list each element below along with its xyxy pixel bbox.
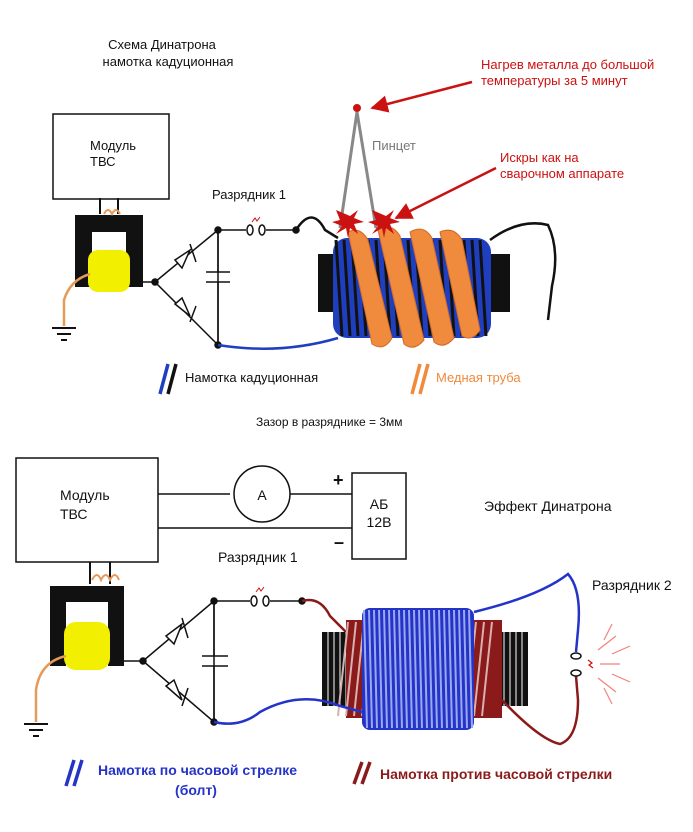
- tweezers-hot-tip: [353, 104, 361, 112]
- winding-turn: [438, 609, 443, 729]
- top-legend-tube: Медная труба: [436, 370, 521, 385]
- top-legend-tube-icon: [410, 363, 430, 395]
- ammeter-label: A: [257, 487, 267, 503]
- top-legend-winding: Намотка кадуционная: [185, 370, 318, 385]
- winding-turn: [345, 621, 357, 717]
- top-return-blue: [217, 336, 339, 350]
- winding-turn: [473, 621, 485, 717]
- winding-turn: [334, 239, 344, 337]
- winding-turn: [478, 239, 488, 337]
- bottom-ground-icon: [24, 723, 48, 737]
- winding-turn: [428, 609, 433, 729]
- top-return-black: [489, 222, 557, 321]
- bottom-legend-ccw-icon: [352, 761, 372, 785]
- bottom-core-right: [498, 632, 528, 706]
- winding-turn: [378, 609, 383, 729]
- winding-turn: [418, 609, 423, 729]
- winding-turn: [481, 621, 493, 717]
- spark-gap2-spark-icon: [587, 623, 631, 705]
- top-title-line1: Схема Динатрона: [108, 37, 217, 52]
- heat-arrow: [370, 80, 473, 113]
- top-transformer: [75, 198, 143, 292]
- top-module-label1: Модуль: [90, 138, 136, 153]
- battery-label1: АБ: [370, 496, 389, 512]
- winding-turn: [393, 609, 398, 729]
- winding-turn: [423, 609, 428, 729]
- spark-gap2: [570, 652, 582, 677]
- winding-turn: [368, 609, 373, 729]
- bottom-ground-wire: [34, 654, 67, 722]
- top-diagram: Схема Динатрона намотка кадуционная Моду…: [52, 37, 654, 429]
- winding-turn: [453, 609, 458, 729]
- winding-turn: [408, 609, 413, 729]
- bottom-maroon-wire-out: [501, 675, 580, 746]
- winding-turn: [383, 609, 388, 729]
- bottom-blue-return: [213, 698, 363, 725]
- spark-gap2-label: Разрядник 2: [592, 577, 672, 593]
- winding-turn: [468, 609, 473, 729]
- tweezers-label: Пинцет: [372, 138, 416, 153]
- sparks-note-line1: Искры как на: [500, 150, 579, 165]
- bottom-module-box: [15, 457, 159, 563]
- winding-turn: [363, 609, 368, 729]
- bottom-cw-winding: [362, 608, 474, 730]
- winding-turn: [398, 609, 403, 729]
- winding-turn: [403, 609, 408, 729]
- winding-turn: [443, 609, 448, 729]
- winding-turn: [458, 609, 463, 729]
- bottom-spark-gap1: [214, 586, 306, 607]
- battery-box: [351, 472, 407, 560]
- sparks-note-line2: сварочном аппарате: [500, 166, 624, 181]
- battery-plus: +: [333, 470, 344, 490]
- winding-turn: [433, 609, 438, 729]
- battery-minus: –: [334, 532, 344, 552]
- bottom-lead-maroon: [301, 598, 347, 633]
- top-ground-wire: [62, 272, 91, 326]
- top-diode-bridge: [151, 226, 230, 349]
- top-legend-winding-icon: [158, 363, 178, 395]
- winding-turn: [373, 609, 378, 729]
- bottom-legend-cw-icon: [64, 759, 84, 787]
- bottom-spark-gap1-label: Разрядник 1: [218, 549, 298, 565]
- heat-note-line1: Нагрев металла до большой: [481, 57, 654, 72]
- bottom-legend-ccw: Намотка против часовой стрелки: [380, 766, 612, 782]
- top-spark-gap1: [218, 216, 300, 236]
- bottom-diode-bridge: [139, 597, 228, 726]
- top-copper-tube: [347, 226, 481, 348]
- bottom-legend-cw-line1: Намотка по часовой стрелке: [98, 762, 297, 778]
- top-spark-gap1-label: Разрядник 1: [212, 187, 286, 202]
- winding-turn: [337, 621, 349, 717]
- heat-note-line2: температуры за 5 минут: [481, 73, 628, 88]
- bottom-module-label2: ТВС: [60, 506, 88, 522]
- top-core-right: [490, 254, 510, 312]
- winding-turn: [448, 609, 453, 729]
- bottom-legend-cw-line2: (болт): [175, 782, 217, 798]
- bottom-transformer: [50, 562, 124, 670]
- effect-label: Эффект Динатрона: [484, 498, 612, 514]
- top-title-line2: намотка кадуционная: [103, 54, 234, 69]
- bottom-module-label1: Модуль: [60, 487, 110, 503]
- winding-turn: [463, 609, 468, 729]
- top-module-box: [52, 113, 170, 200]
- top-lead-black: [294, 216, 339, 240]
- winding-turn: [342, 239, 352, 337]
- battery-label2: 12В: [367, 514, 392, 530]
- top-ground-icon: [52, 327, 76, 341]
- top-sparks-icon: [332, 210, 400, 238]
- winding-turn: [388, 609, 393, 729]
- bottom-blue-wire-out: [473, 572, 581, 653]
- bottom-diagram: Модуль ТВС A АБ 12В + – Эффект Динатрона: [15, 457, 672, 798]
- top-module-label2: ТВС: [90, 154, 116, 169]
- winding-turn: [413, 609, 418, 729]
- sparks-arrow: [394, 166, 497, 220]
- tweezers-icon: [338, 111, 378, 229]
- gap-note: Зазор в разряднике = 3мм: [256, 415, 403, 429]
